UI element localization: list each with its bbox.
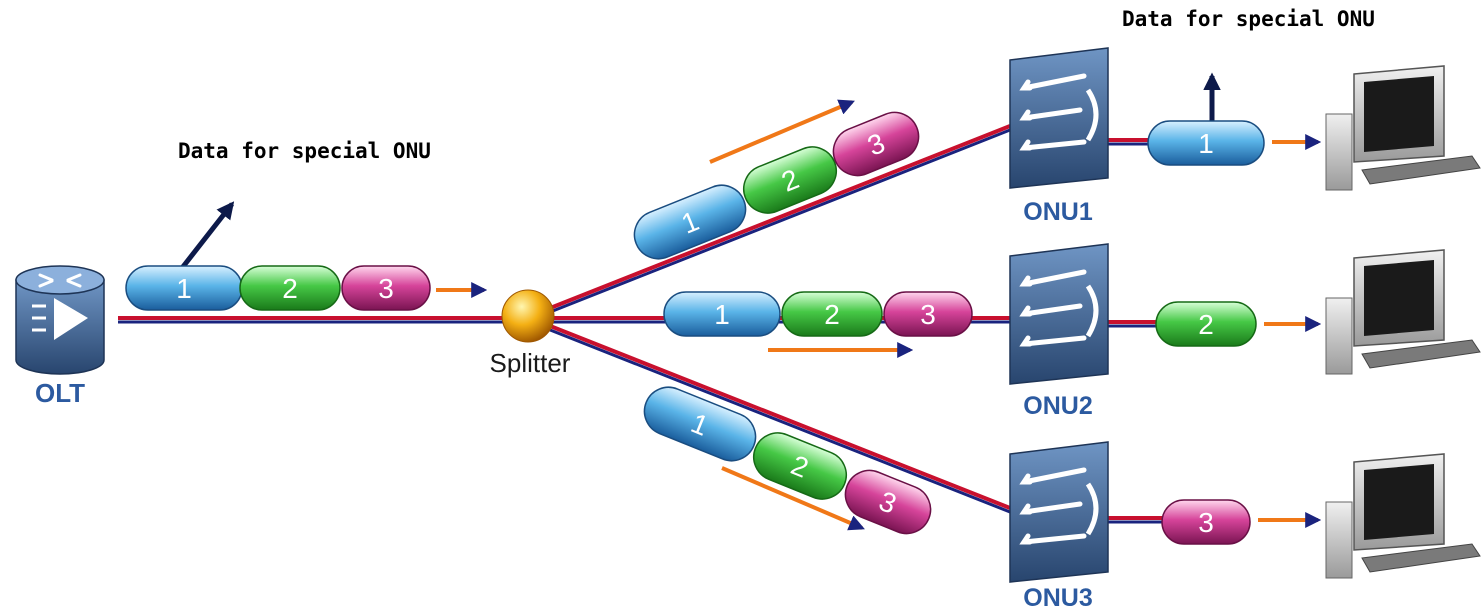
splitter-label: Splitter xyxy=(490,348,571,378)
flow-arrows xyxy=(180,72,1322,531)
pc1 xyxy=(1325,65,1481,191)
keyboard-icon xyxy=(1361,339,1481,369)
onu1-special-data-note: Data for special ONU xyxy=(1122,7,1375,31)
onu-arrows-icon xyxy=(1019,269,1087,347)
arrow-branch3-flow xyxy=(721,466,865,531)
svg-text:1: 1 xyxy=(1198,128,1214,159)
splitter-ball xyxy=(501,289,555,343)
keyboard-icon xyxy=(1361,543,1481,573)
fiber-splitter-onu1 xyxy=(529,124,1011,318)
trunk-packet-2: 2 xyxy=(239,265,341,311)
fiber-lines xyxy=(118,124,1165,524)
arrow-olt-special xyxy=(180,201,235,270)
branch2-packet-2: 2 xyxy=(781,291,883,337)
pc-tower-icon xyxy=(1325,113,1353,191)
svg-text:3: 3 xyxy=(920,299,936,330)
onu2-label: ONU2 xyxy=(1023,392,1092,420)
pc2 xyxy=(1325,249,1481,375)
branch3-packet-2: 2 xyxy=(752,432,848,500)
svg-text:2: 2 xyxy=(1198,309,1214,340)
onu-arrows-icon xyxy=(1019,467,1087,545)
olt-device xyxy=(15,265,105,375)
svg-text:3: 3 xyxy=(1198,507,1214,538)
onu1-output-packet-1: 1 xyxy=(1147,120,1265,166)
svg-text:1: 1 xyxy=(714,299,730,330)
branch2-packet-3: 3 xyxy=(883,291,973,337)
branch3-packet-3: 3 xyxy=(844,469,932,535)
keyboard-icon xyxy=(1361,155,1481,185)
onu3-output-packet-3: 3 xyxy=(1161,499,1251,545)
olt-label: OLT xyxy=(35,378,85,408)
onu3-label: ONU3 xyxy=(1023,584,1092,612)
onu-arrows-icon xyxy=(1019,73,1087,151)
pc-tower-icon xyxy=(1325,297,1353,375)
onu1-label: ONU1 xyxy=(1023,198,1093,226)
olt-play-icon xyxy=(32,298,88,340)
arrow-branch1-flow xyxy=(709,99,855,164)
branch2-packet-1: 1 xyxy=(663,291,781,337)
branch1-packet-3: 3 xyxy=(832,111,920,177)
svg-text:2: 2 xyxy=(282,273,298,304)
router-arrows-icon xyxy=(38,273,82,288)
trunk-packet-3: 3 xyxy=(341,265,431,311)
onu1-device xyxy=(1009,47,1109,189)
svg-text:1: 1 xyxy=(176,273,192,304)
svg-text:3: 3 xyxy=(378,273,394,304)
onu2-output-packet-2: 2 xyxy=(1155,301,1257,347)
branch1-packet-2: 2 xyxy=(742,146,838,214)
onu2-device xyxy=(1009,243,1109,385)
onu3-device xyxy=(1009,441,1109,583)
olt-special-data-note: Data for special ONU xyxy=(178,139,431,163)
branch1-packet-1: 1 xyxy=(633,184,747,260)
svg-text:2: 2 xyxy=(824,299,840,330)
pc-tower-icon xyxy=(1325,501,1353,579)
trunk-packet-1: 1 xyxy=(125,265,243,311)
branch3-packet-1: 1 xyxy=(643,386,757,462)
pc3 xyxy=(1325,453,1481,579)
fiber-splitter-onu3 xyxy=(529,316,1011,510)
